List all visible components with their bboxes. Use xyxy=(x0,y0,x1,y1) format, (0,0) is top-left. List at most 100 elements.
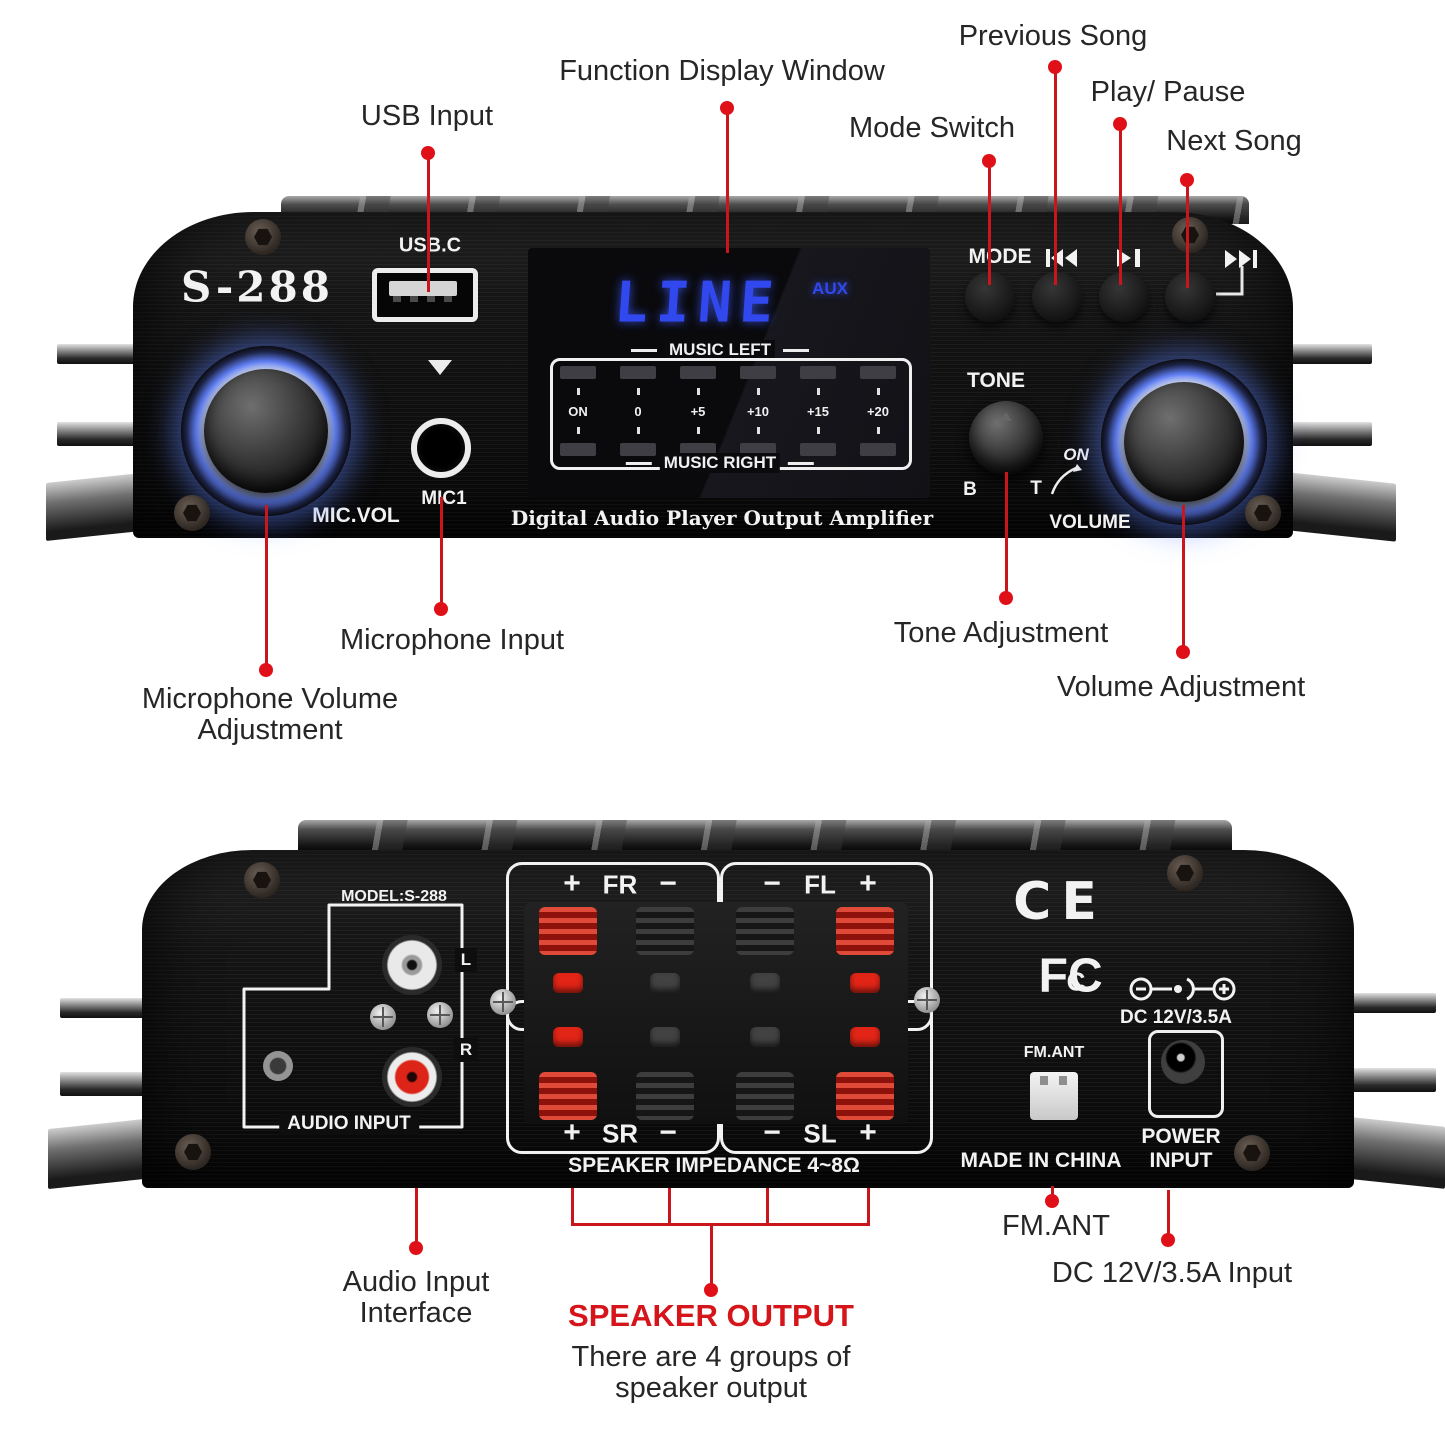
fm-ant-callout: FM.ANT xyxy=(1002,1210,1110,1243)
power-input-label-line1: POWER xyxy=(1141,1125,1221,1148)
vu-column: +5 xyxy=(675,366,721,456)
vu-column: +10 xyxy=(735,366,781,456)
back-bolt xyxy=(1167,855,1203,891)
display-source-text: LINE xyxy=(612,270,784,336)
sl-label: SL xyxy=(803,1118,837,1149)
callout-line-volume xyxy=(1182,505,1185,650)
speaker-bracket-line xyxy=(867,1188,870,1226)
tone-label: TONE xyxy=(967,369,1025,392)
next-button-link-line xyxy=(1216,266,1244,296)
front-left-fin-2 xyxy=(57,422,137,446)
dc-jack xyxy=(1161,1040,1205,1084)
treble-label: T xyxy=(1030,478,1042,499)
mic-volume-knob-cap xyxy=(204,369,328,493)
back-right-fin-2 xyxy=(1352,1068,1436,1092)
mic-jack xyxy=(411,418,471,478)
vu-column: +20 xyxy=(855,366,901,456)
header-line xyxy=(631,348,657,352)
vu-scale-label: +15 xyxy=(806,403,830,419)
ce-c: C xyxy=(1013,872,1062,932)
back-left-fin-1 xyxy=(60,998,144,1018)
back-bolt xyxy=(175,1134,211,1170)
callout-dot xyxy=(409,1241,423,1255)
vu-column: 0 xyxy=(615,366,661,456)
callout-dot xyxy=(434,602,448,616)
vu-bar xyxy=(680,366,716,379)
fl-minus: − xyxy=(763,867,781,900)
back-model-label: MODEL:S-288 xyxy=(341,888,447,905)
front-right-fin-1 xyxy=(1288,344,1372,364)
music-right-header: MUSIC RIGHT xyxy=(625,453,815,473)
dc-polarity-icon xyxy=(1129,977,1236,1001)
next-track-icon xyxy=(1225,250,1257,268)
vu-bar xyxy=(800,443,836,456)
callout-line-play xyxy=(1119,124,1122,285)
terminal-clip-fr-plus xyxy=(539,907,597,955)
next-button xyxy=(1165,272,1215,322)
tone-adjustment-label: Tone Adjustment xyxy=(893,617,1109,650)
music-left-header: MUSIC LEFT xyxy=(631,340,809,360)
back-top-heatsink xyxy=(298,820,1232,852)
back-right-fin-1 xyxy=(1352,993,1436,1013)
bass-label: B xyxy=(963,479,977,500)
music-right-text: MUSIC RIGHT xyxy=(659,453,781,473)
fl-plus: + xyxy=(859,867,877,900)
next-song-label: Next Song xyxy=(1166,125,1302,158)
front-model-text: S-288 xyxy=(181,262,333,312)
rca-jack-left xyxy=(382,935,442,995)
sl-minus: − xyxy=(763,1116,781,1149)
vu-tick xyxy=(696,388,700,396)
vu-tick xyxy=(576,426,580,434)
callout-line-micvol xyxy=(265,505,268,668)
play-pause-label: Play/ Pause xyxy=(1090,76,1246,109)
fcc-c2: C xyxy=(1066,966,1086,997)
terminal-clip-sr-minus xyxy=(636,1072,694,1120)
terminal-release xyxy=(553,973,583,993)
volume-knob-cap xyxy=(1124,382,1244,502)
vu-bar xyxy=(860,366,896,379)
terminal-clip-sr-plus xyxy=(539,1072,597,1120)
header-line xyxy=(788,461,815,465)
microphone-input-label: Microphone Input xyxy=(339,624,565,657)
mic-volume-label: MIC.VOL xyxy=(312,504,400,527)
mode-button-label: MODE xyxy=(968,245,1032,268)
rca-jack-right xyxy=(382,1047,442,1107)
usb-tongue xyxy=(389,281,457,296)
callout-line-mic1 xyxy=(440,497,443,606)
fm-antenna-panel-label: FM.ANT xyxy=(1023,1044,1085,1061)
back-left-fin-2 xyxy=(60,1072,144,1096)
mic-pointer-icon xyxy=(428,360,452,375)
impedance-label: SPEAKER IMPEDANCE 4~8Ω xyxy=(568,1154,860,1177)
callout-line-dc xyxy=(1167,1190,1170,1237)
left-channel-label: L xyxy=(454,948,478,972)
terminal-release xyxy=(850,973,880,993)
terminal-release xyxy=(750,973,780,993)
header-line xyxy=(625,461,652,465)
vu-tick xyxy=(696,426,700,434)
callout-dot xyxy=(982,154,996,168)
terminal-release xyxy=(750,1027,780,1047)
speaker-bracket-line xyxy=(668,1188,671,1226)
screw xyxy=(914,987,940,1013)
mic-jack-label: MIC1 xyxy=(421,488,467,509)
audio-interface-callout-line1: Audio Input xyxy=(342,1266,490,1299)
vu-tick xyxy=(756,426,760,434)
previous-button xyxy=(1032,272,1082,322)
audio-interface-callout-line2: Interface xyxy=(359,1297,473,1330)
vu-column: +15 xyxy=(795,366,841,456)
front-bolt xyxy=(1245,495,1281,531)
usb-port-label: USB.C xyxy=(398,234,462,257)
mode-switch-label: Mode Switch xyxy=(848,112,1016,145)
vu-bar xyxy=(620,443,656,456)
callout-line-fm xyxy=(1051,1186,1054,1198)
callout-dot xyxy=(720,101,734,115)
audio-input-label: AUDIO INPUT xyxy=(279,1113,419,1135)
fr-label: FR xyxy=(602,869,638,900)
screw xyxy=(427,1002,453,1028)
terminal-release xyxy=(553,1027,583,1047)
vu-tick xyxy=(636,426,640,434)
right-channel-label: R xyxy=(453,1038,479,1062)
vu-tick xyxy=(816,388,820,396)
speaker-bracket-line xyxy=(571,1188,574,1226)
callout-dot xyxy=(1176,645,1190,659)
